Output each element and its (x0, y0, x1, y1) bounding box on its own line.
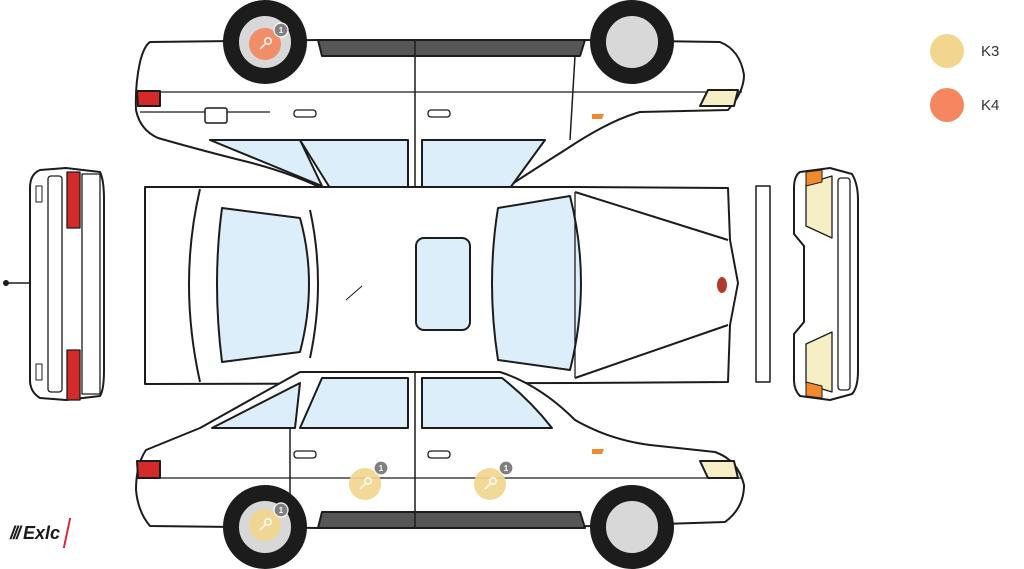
bottom-side-view (135, 371, 745, 569)
bottom-side-handle-rear (293, 450, 317, 459)
top-side-headlight (699, 89, 739, 107)
bottom-side-window-rear-door (299, 377, 409, 429)
front-view-indicator-lower (805, 381, 823, 399)
legend-dot-k4 (930, 88, 964, 122)
top-side-handle-rear (293, 109, 317, 118)
marker-count: 1 (504, 464, 509, 473)
bottom-side-handle-front (427, 450, 451, 459)
front-view-headlight-upper (805, 175, 833, 239)
top-down-roof-line (309, 209, 319, 359)
marker-bottom-rear-door[interactable]: 1 (349, 460, 389, 500)
damage-markers: 1 1 1 1 (249, 22, 514, 541)
bottom-side-front-rim (604, 499, 660, 555)
top-down-hood-line-upper (574, 191, 729, 241)
marker-count: 1 (379, 464, 384, 473)
legend-item-k3[interactable]: K3 (930, 34, 1010, 68)
top-down-emblem (717, 277, 727, 293)
rear-view-plate (81, 173, 101, 395)
marker-count-badge (498, 460, 514, 476)
bottom-side-window-rear (211, 382, 301, 429)
logo-text: Exlc (23, 522, 61, 543)
marker-count-badge (373, 460, 389, 476)
marker-bottom-rear-wheel[interactable]: 1 (249, 502, 289, 541)
bottom-side-headlight (699, 460, 739, 479)
rear-view-panel (47, 175, 63, 393)
top-down-rear-window (216, 207, 310, 363)
wrench-icon (259, 517, 273, 531)
marker-count-badge (273, 22, 289, 38)
bottom-side-indicator (592, 449, 604, 454)
marker-count: 1 (279, 26, 284, 35)
marker-count: 1 (279, 506, 284, 515)
wrench-icon (259, 36, 273, 50)
front-view (755, 167, 859, 401)
front-view-panel (837, 177, 851, 391)
marker-count-badge (273, 502, 289, 518)
legend-item-k4[interactable]: K4 (930, 88, 1010, 122)
top-side-window-front-door (421, 139, 546, 189)
rear-view-light-upper (66, 171, 81, 229)
front-view-headlight-lower (805, 331, 833, 393)
top-down-windshield (491, 195, 582, 371)
front-view-indicator-upper (805, 169, 823, 187)
front-view-plate (755, 185, 771, 383)
top-side-indicator (592, 114, 604, 119)
top-down-sunroof (415, 237, 471, 331)
top-down-trunk-line (188, 188, 201, 383)
bottom-side-taillight (136, 460, 161, 479)
top-down-hood-line-lower (574, 324, 729, 379)
marker-bottom-front-door[interactable]: 1 (474, 460, 514, 500)
top-down-view (144, 186, 739, 385)
bottom-side-rocker-trim (317, 511, 586, 529)
logo-bars-icon: /// (10, 522, 21, 543)
bottom-side-window-front-door (421, 377, 553, 429)
top-side-front-rim (604, 14, 660, 70)
brand-logo: /// Exlc (10, 516, 72, 550)
top-side-rocker-trim (317, 39, 586, 57)
top-side-handle-front (427, 109, 451, 118)
legend-label-k4: K4 (981, 96, 1000, 114)
top-side-view (134, 0, 745, 193)
damage-legend: K3 K4 (930, 34, 1010, 142)
wrench-icon (359, 476, 373, 490)
legend-dot-k3 (930, 34, 964, 68)
top-side-window-rear (209, 139, 323, 187)
wrench-icon (484, 476, 498, 490)
rear-view-light-lower (66, 349, 81, 401)
legend-label-k3: K3 (981, 42, 1000, 60)
rear-view (3, 167, 105, 401)
rear-view-antenna-dot (3, 280, 9, 286)
top-side-fuel-cap (204, 107, 228, 124)
marker-top-rear-wheel[interactable]: 1 (249, 22, 289, 60)
top-side-taillight (136, 90, 161, 107)
